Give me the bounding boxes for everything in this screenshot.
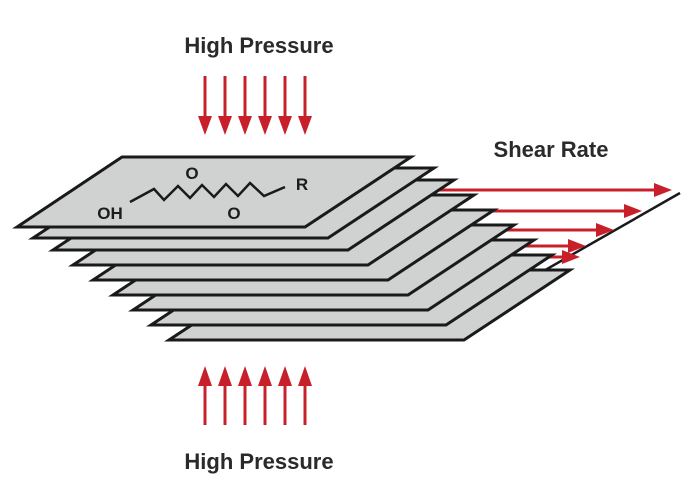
r-group-label: R	[296, 175, 308, 194]
pressure-arrow-down	[238, 76, 252, 135]
pressure-arrow-down	[258, 76, 272, 135]
top-pressure-label: High Pressure	[184, 33, 333, 58]
pressure-arrow-up	[198, 366, 212, 425]
shear-rate-label: Shear Rate	[494, 137, 609, 162]
pressure-arrow-up	[258, 366, 272, 425]
top-sheet	[12, 155, 416, 229]
molecule-structure: OH O O R	[97, 164, 308, 223]
oxygen-bottom-label: O	[227, 204, 240, 223]
bottom-pressure-label: High Pressure	[184, 449, 333, 474]
bottom-pressure-arrows	[198, 366, 312, 425]
pressure-arrow-down	[298, 76, 312, 135]
hydroxyl-label: OH	[97, 204, 123, 223]
pressure-arrow-up	[218, 366, 232, 425]
carbon-chain	[129, 181, 286, 204]
top-pressure-arrows	[198, 76, 312, 135]
pressure-arrow-up	[278, 366, 292, 425]
oxygen-top-label: O	[185, 164, 198, 183]
pressure-arrow-down	[198, 76, 212, 135]
pressure-arrow-down	[218, 76, 232, 135]
pressure-arrow-down	[278, 76, 292, 135]
shear-arrow	[420, 183, 672, 197]
pressure-arrow-up	[238, 366, 252, 425]
sheet-stack	[12, 155, 575, 342]
pressure-arrow-up	[298, 366, 312, 425]
